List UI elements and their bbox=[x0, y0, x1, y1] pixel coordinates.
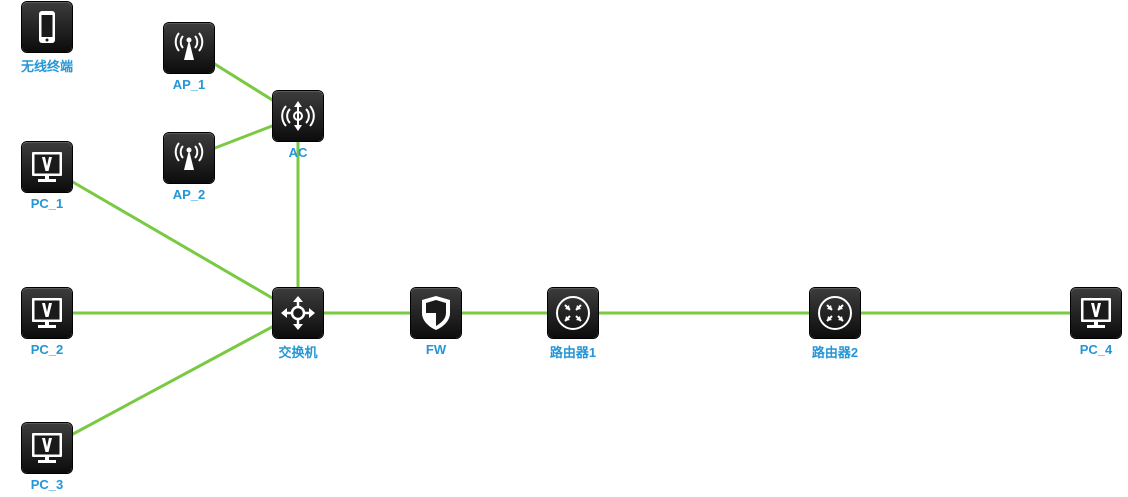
node-label: 交换机 bbox=[278, 345, 318, 360]
firewall-shield-icon bbox=[411, 288, 461, 338]
node-label: AP_1 bbox=[172, 77, 206, 92]
wireless-ap-icon bbox=[164, 23, 214, 73]
monitor-icon bbox=[22, 423, 72, 473]
switch-icon bbox=[273, 288, 323, 338]
node-label: 路由器1 bbox=[549, 345, 597, 360]
router-icon bbox=[810, 288, 860, 338]
node-label: PC_1 bbox=[30, 196, 64, 211]
node-label: PC_4 bbox=[1079, 342, 1113, 357]
node-label: PC_2 bbox=[30, 342, 64, 357]
router-icon bbox=[548, 288, 598, 338]
monitor-icon bbox=[1071, 288, 1121, 338]
link-pc1-switch bbox=[46, 165, 299, 315]
link-pc3-switch bbox=[46, 311, 299, 450]
node-label: 路由器2 bbox=[811, 345, 859, 360]
node-label: AP_2 bbox=[172, 187, 206, 202]
monitor-icon bbox=[22, 288, 72, 338]
mobile-phone-icon bbox=[22, 2, 72, 52]
node-label: 无线终端 bbox=[20, 59, 73, 74]
node-label: FW bbox=[425, 342, 447, 357]
wireless-controller-icon bbox=[273, 91, 323, 141]
wireless-ap-icon bbox=[164, 133, 214, 183]
node-label: AC bbox=[288, 145, 308, 160]
node-label: PC_3 bbox=[30, 477, 64, 492]
monitor-icon bbox=[22, 142, 72, 192]
